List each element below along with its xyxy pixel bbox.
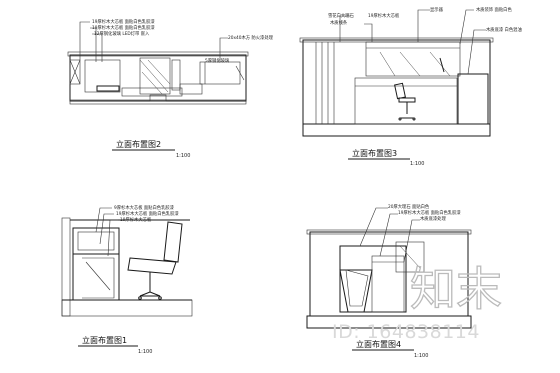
partition-panel-1 — [84, 59, 121, 93]
watermark-id: ID: 164838114 — [332, 321, 480, 343]
elevation-4-note-1: 20厚大理石 面贴白色 — [388, 203, 430, 210]
elevation-2-title: 立面布置图2 — [116, 139, 161, 149]
left-wall — [61, 217, 71, 317]
elevation-3-frame — [302, 39, 491, 125]
elevation-3-note-6: 木质底漆 白色混油 — [486, 26, 522, 33]
desk-2 — [121, 87, 183, 97]
elevation-3-note-4: 显示器 — [430, 7, 444, 13]
elevation-1-title: 立面布置图1 — [82, 335, 127, 345]
elevation-3-title: 立面布置图3 — [352, 148, 397, 158]
watermark-logo: 知末 — [410, 262, 502, 316]
desk-1 — [96, 85, 120, 92]
elevation-3-note-2: 木质线条 — [330, 19, 348, 26]
floor-band — [69, 99, 247, 105]
wall-panel — [365, 41, 461, 77]
floor-slab — [61, 299, 193, 317]
elevation-2-note-2: 19厚杉木大芯板 面贴白色乳胶漆 — [92, 24, 155, 31]
elevation-4-note-3: 木质底漆处理 — [420, 215, 446, 222]
elevation-1-note-3: 19厚杉木大芯板 — [120, 216, 152, 223]
partition-panel-2 — [139, 57, 171, 95]
elevation-4-note-2: 19厚杉木大芯板 面贴白色乳胶漆 — [398, 209, 461, 216]
wall-hatch — [69, 59, 81, 85]
elevation-2-note-4: 20x40木方 防火漆处理 — [228, 34, 274, 41]
elevation-2-note-3: 12厚钢化玻璃 LED灯带 嵌入 — [94, 30, 150, 37]
desk-cabinet — [72, 227, 120, 301]
office-chair — [394, 82, 416, 121]
elevation-3-note-1: 雪花白大理石 — [328, 12, 354, 19]
elevation-3-note-3: 19厚杉木大芯板 — [368, 12, 400, 19]
reception-desk — [354, 77, 458, 125]
marble-block — [457, 73, 489, 125]
floor-slab — [306, 315, 472, 329]
elevation-4-scale: 1:100 — [414, 353, 428, 359]
elevation-4-title: 立面布置图4 — [356, 339, 401, 349]
elevation-1 — [61, 207, 193, 317]
elevation-3-note-5: 木质装饰 面贴白色 — [476, 6, 512, 13]
elevation-1-scale: 1:100 — [138, 349, 152, 355]
floor-slab — [302, 123, 491, 137]
elevation-2-note-5: 5厚钢化玻璃 — [205, 57, 230, 64]
elevation-3-scale: 1:100 — [410, 161, 424, 167]
cabinet — [199, 61, 241, 85]
elevation-2 — [67, 21, 249, 105]
ceiling-band — [67, 51, 249, 57]
elevation-4 — [306, 207, 472, 329]
elevation-2-note-1: 19厚杉木大芯板 面贴白色乳胶漆 — [92, 18, 155, 25]
elevation-2-scale: 1:100 — [176, 153, 190, 159]
office-chair — [127, 221, 183, 300]
elevation-1-note-2: 19厚杉木大芯板 面贴白色乳胶漆 — [116, 210, 179, 217]
elevation-1-note-1: 9厚杉木大芯板 面贴白色乳胶漆 — [114, 204, 175, 211]
elevation-3 — [299, 9, 494, 137]
